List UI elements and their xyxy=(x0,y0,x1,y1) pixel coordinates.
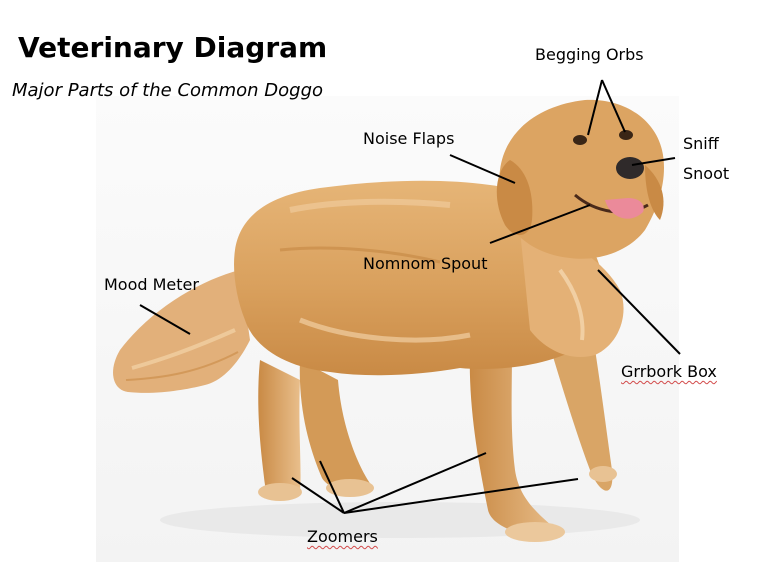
line-mood-meter xyxy=(139,304,191,335)
label-nomnom-spout: Nomnom Spout xyxy=(363,254,488,273)
line-zoomers-4 xyxy=(343,478,579,514)
label-begging-orbs: Begging Orbs xyxy=(535,45,644,64)
dog-head xyxy=(496,99,665,259)
annotation-lines xyxy=(139,79,681,514)
line-grrbork-box xyxy=(597,269,681,355)
diagram-subtitle: Major Parts of the Common Doggo xyxy=(12,80,324,101)
eye-left xyxy=(573,135,587,145)
dog-legs xyxy=(258,330,617,542)
line-noise-flaps xyxy=(449,154,516,184)
label-snoot: Snoot xyxy=(683,164,730,183)
dog-tail xyxy=(113,270,250,393)
label-sniff: Sniff xyxy=(683,134,719,153)
line-zoomers-3 xyxy=(343,452,487,514)
line-sniff-snoot xyxy=(631,157,676,166)
dog-tongue xyxy=(605,198,644,219)
line-begging-orbs-left xyxy=(587,79,603,136)
label-noise-flaps: Noise Flaps xyxy=(363,129,455,148)
line-begging-orbs-right xyxy=(601,79,626,133)
diagram-title: Veterinary Diagram xyxy=(18,31,328,64)
label-mood-meter: Mood Meter xyxy=(104,275,199,294)
dog-shadow xyxy=(160,502,640,538)
label-grrbork-box: Grrbork Box xyxy=(621,362,717,381)
line-zoomers-1 xyxy=(291,477,345,514)
label-zoomers: Zoomers xyxy=(307,527,378,546)
dog-chest xyxy=(520,230,624,358)
dog-nose xyxy=(616,157,644,179)
line-nomnom-spout xyxy=(489,204,591,244)
line-zoomers-2 xyxy=(319,460,345,514)
eye-right xyxy=(619,130,633,140)
